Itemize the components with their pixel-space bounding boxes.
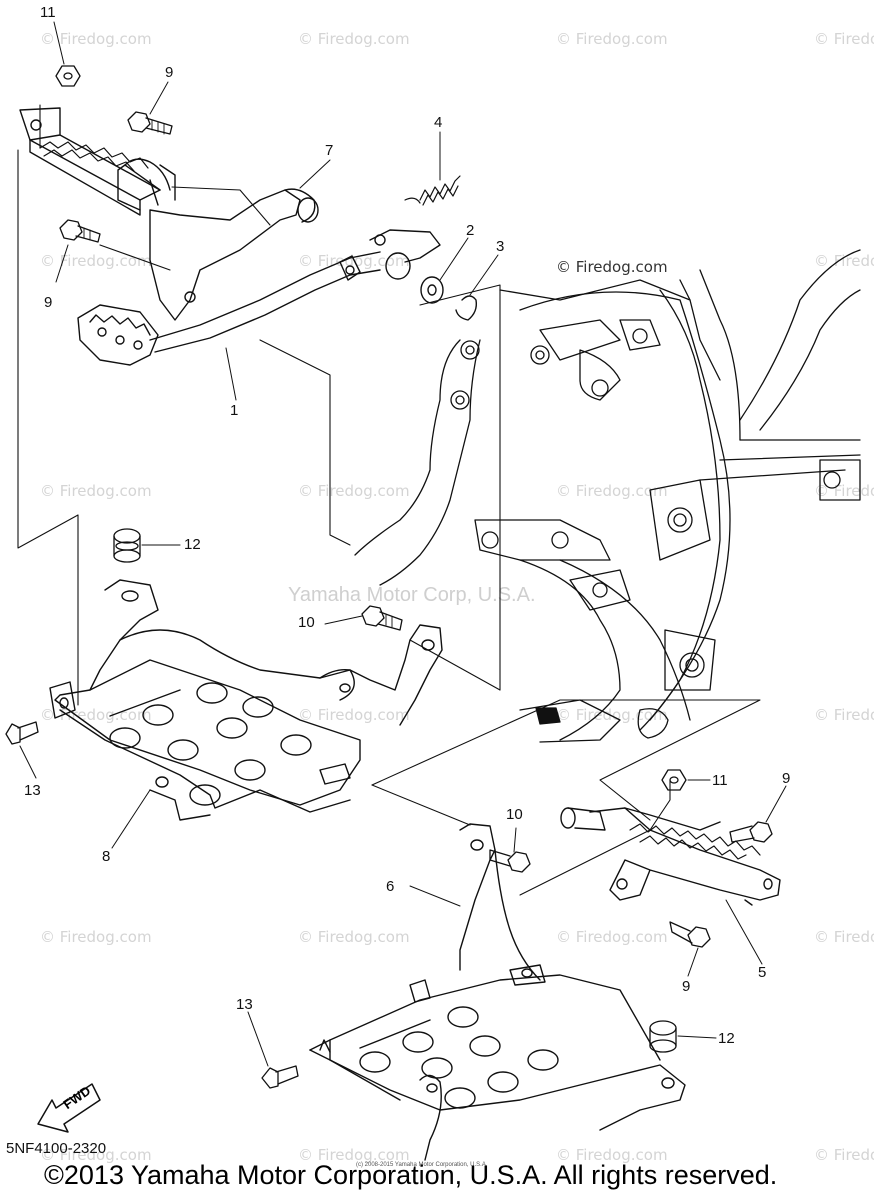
watermark: © Firedog.com	[40, 1146, 152, 1164]
watermark: © Firedog.com	[298, 1146, 410, 1164]
watermark-main: © Firedog.com	[556, 258, 668, 276]
callout-2: 2	[466, 222, 475, 239]
callout-1: 1	[230, 402, 239, 419]
watermark: © Firedog.com	[556, 1146, 668, 1164]
callout-9: 9	[782, 770, 791, 787]
watermark: © Firedog.com	[298, 928, 410, 946]
watermark: © Firedog.com	[556, 482, 668, 500]
callout-9: 9	[44, 294, 53, 311]
watermark: © Firedog.com	[814, 30, 874, 48]
small-credit: (c) 2008-2015 Yamaha Motor Corporation, …	[356, 1162, 488, 1168]
callout-10: 10	[298, 614, 315, 631]
footrest-bracket-left	[19, 107, 319, 321]
frame-assembly	[354, 249, 861, 743]
callout-12: 12	[184, 536, 201, 553]
callout-5: 5	[758, 964, 767, 981]
watermark: © Firedog.com	[40, 252, 152, 270]
footrest-plate-right	[309, 823, 686, 1161]
brake-pedal	[77, 229, 441, 366]
footrest-bracket-right	[560, 807, 781, 906]
watermark: © Firedog.com	[814, 706, 874, 724]
callout-10: 10	[506, 806, 523, 823]
watermark: © Firedog.com	[556, 30, 668, 48]
watermark-center: Yamaha Motor Corp, U.S.A.	[288, 584, 536, 606]
footrest-plate-left	[49, 579, 443, 821]
fasteners	[5, 65, 773, 1089]
callout-11: 11	[712, 772, 728, 789]
circlip	[455, 295, 478, 321]
callout-12: 12	[718, 1030, 735, 1047]
callout-9: 9	[165, 64, 174, 81]
watermark: © Firedog.com	[814, 928, 874, 946]
watermark: © Firedog.com	[298, 706, 410, 724]
fwd-arrow-icon	[37, 1083, 101, 1133]
callout-13: 13	[236, 996, 253, 1013]
watermark: © Firedog.com	[814, 482, 874, 500]
callout-9: 9	[682, 978, 691, 995]
part-number: 5NF4100-2320	[6, 1140, 107, 1157]
watermark: © Firedog.com	[40, 482, 152, 500]
callout-7: 7	[325, 142, 334, 159]
callout-11: 11	[40, 4, 56, 21]
watermark: © Firedog.com	[814, 1146, 874, 1164]
watermark: © Firedog.com	[40, 30, 152, 48]
watermark: © Firedog.com	[298, 30, 410, 48]
callout-4: 4	[434, 114, 443, 131]
washer-hole	[427, 284, 437, 296]
copyright-notice: ©2013 Yamaha Motor Corporation, U.S.A. A…	[44, 1160, 778, 1190]
watermark: © Firedog.com	[556, 928, 668, 946]
washer	[420, 276, 444, 304]
callout-leaders	[19, 21, 787, 1067]
callout-8: 8	[102, 848, 111, 865]
callout-6: 6	[386, 878, 395, 895]
watermark: © Firedog.com	[40, 928, 152, 946]
leader-lines	[17, 104, 761, 896]
callout-13: 13	[24, 782, 41, 799]
callout-3: 3	[496, 238, 505, 255]
return-spring	[404, 175, 461, 206]
watermark: © Firedog.com	[814, 252, 874, 270]
watermark: © Firedog.com	[298, 482, 410, 500]
